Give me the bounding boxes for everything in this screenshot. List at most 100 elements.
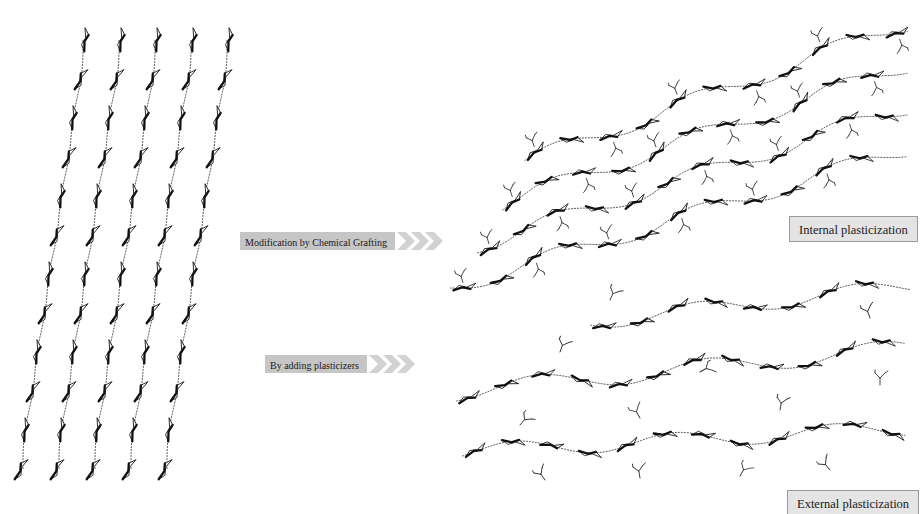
plasticizer-molecule bbox=[455, 267, 470, 283]
plasticizer-molecule bbox=[628, 401, 647, 420]
chair-ring bbox=[721, 356, 745, 366]
chair-ring bbox=[570, 376, 594, 388]
chair-ring bbox=[810, 38, 833, 55]
plasticizer-molecule bbox=[868, 80, 883, 97]
chair-ring bbox=[600, 130, 623, 139]
chair-ring bbox=[502, 439, 525, 447]
chair-ring bbox=[78, 28, 91, 52]
chair-ring bbox=[63, 380, 76, 404]
plasticizer-molecule bbox=[553, 215, 568, 231]
chair-ring bbox=[705, 198, 728, 206]
chair-ring bbox=[135, 380, 148, 404]
plasticizer-molecule bbox=[820, 173, 835, 189]
chair-ring bbox=[99, 380, 112, 404]
chair-ring bbox=[647, 368, 671, 383]
chair-ring bbox=[586, 206, 609, 213]
chair-ring bbox=[126, 418, 139, 442]
chair-ring bbox=[803, 127, 825, 146]
plasticizer-molecule bbox=[481, 229, 496, 245]
chair-ring bbox=[159, 224, 172, 248]
plasticizer-molecule bbox=[746, 180, 761, 196]
chair-ring bbox=[799, 359, 823, 372]
plasticizer-molecule bbox=[724, 128, 739, 145]
chair-ring bbox=[744, 195, 767, 203]
chair-ring bbox=[18, 418, 31, 442]
chair-ring bbox=[761, 361, 784, 370]
chair-ring bbox=[162, 184, 175, 208]
chair-ring bbox=[616, 437, 640, 451]
chair-ring bbox=[846, 33, 869, 41]
chair-ring bbox=[195, 224, 208, 248]
chair-ring bbox=[138, 340, 151, 364]
chair-ring bbox=[453, 283, 476, 290]
chain-link bbox=[59, 40, 119, 469]
chair-ring bbox=[42, 262, 55, 286]
arrow-band: Modification by Chemical Grafting bbox=[240, 232, 445, 250]
plasticizer-molecule bbox=[647, 132, 662, 149]
chair-ring bbox=[667, 90, 690, 108]
chair-ring bbox=[198, 184, 211, 208]
chair-ring bbox=[876, 115, 899, 122]
chain-link bbox=[525, 31, 908, 160]
chair-ring bbox=[90, 418, 103, 442]
plasticizer-molecule bbox=[632, 462, 647, 479]
chair-ring bbox=[114, 262, 127, 286]
chair-ring bbox=[743, 79, 767, 89]
label-box: Internal plasticization bbox=[789, 216, 918, 242]
chair-ring bbox=[495, 377, 519, 392]
chair-ring bbox=[691, 158, 715, 169]
chain-link bbox=[462, 424, 905, 456]
chair-ring bbox=[579, 451, 602, 458]
chair-ring bbox=[174, 340, 187, 364]
chair-ring bbox=[207, 146, 220, 170]
chair-ring bbox=[183, 302, 196, 326]
chair-ring bbox=[540, 439, 564, 451]
chair-ring bbox=[87, 224, 100, 248]
chair-ring bbox=[609, 379, 632, 387]
plasticizer-molecule bbox=[605, 284, 623, 303]
chair-ring bbox=[27, 380, 40, 404]
plasticizer-molecule bbox=[675, 217, 690, 233]
chair-ring bbox=[523, 247, 546, 265]
chair-ring bbox=[612, 165, 636, 177]
chair-ring bbox=[768, 147, 792, 162]
chair-ring bbox=[637, 116, 660, 134]
plasticizer-molecule bbox=[668, 79, 684, 96]
chair-ring bbox=[111, 302, 124, 326]
plasticizer-molecule bbox=[860, 301, 877, 320]
chair-ring bbox=[135, 146, 148, 170]
chair-ring bbox=[844, 418, 868, 429]
chair-ring bbox=[51, 458, 64, 482]
chair-ring bbox=[679, 125, 703, 140]
chair-ring bbox=[159, 458, 172, 482]
chair-ring bbox=[186, 262, 199, 286]
chair-ring bbox=[478, 241, 502, 255]
plasticizer-molecule bbox=[811, 27, 827, 44]
chair-ring bbox=[171, 380, 184, 404]
chain-links bbox=[23, 31, 910, 469]
chair-ring bbox=[666, 298, 690, 311]
chair-ring bbox=[573, 168, 596, 175]
chair-ring bbox=[668, 203, 691, 220]
label-box: External plasticization bbox=[787, 490, 919, 514]
chair-ring bbox=[162, 418, 175, 442]
chair-ring bbox=[744, 302, 767, 312]
chair-ring bbox=[631, 316, 655, 330]
chair-ring bbox=[219, 68, 232, 92]
chair-ring bbox=[147, 68, 160, 92]
chair-ring bbox=[873, 339, 896, 346]
plasticizer-molecule bbox=[625, 182, 640, 198]
chair-ring bbox=[75, 302, 88, 326]
chair-ring bbox=[818, 283, 842, 298]
chain-link bbox=[502, 73, 907, 210]
chair-ring bbox=[75, 68, 88, 92]
chair-ring bbox=[756, 116, 780, 129]
chair-ring bbox=[834, 341, 858, 356]
chair-ring bbox=[147, 302, 160, 326]
plasticizer-molecule bbox=[525, 131, 541, 148]
chair-ring bbox=[66, 106, 79, 130]
chair-ring bbox=[717, 119, 740, 126]
plasticizer-molecule bbox=[791, 82, 806, 99]
chair-ring bbox=[123, 458, 136, 482]
chair-ring bbox=[174, 106, 187, 130]
